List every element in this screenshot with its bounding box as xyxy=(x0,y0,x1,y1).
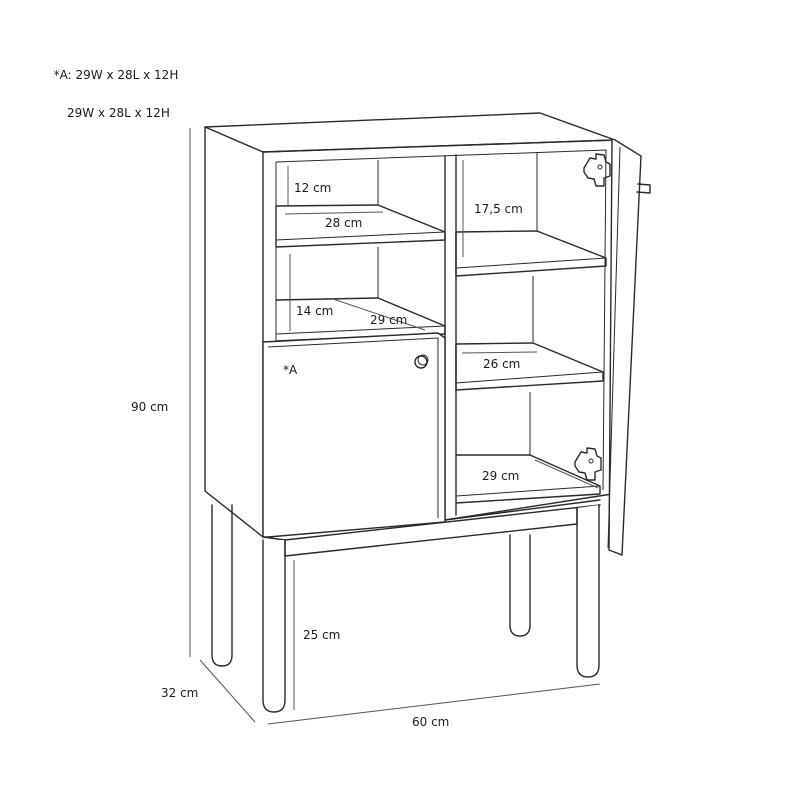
label-drawer-a: *A xyxy=(283,363,298,377)
label-height-total: 90 cm xyxy=(131,400,168,414)
label-left-top-depth: 28 cm xyxy=(325,216,362,230)
note-line-1: *A: 29W x 28L x 12H xyxy=(53,68,179,82)
top-face xyxy=(204,112,616,153)
front-right-leg xyxy=(576,504,600,678)
center-divider xyxy=(444,154,457,521)
right-shelf-2 xyxy=(455,342,604,391)
dimension-lines xyxy=(189,128,601,725)
depth-dimension-line xyxy=(199,659,256,723)
drawer-a xyxy=(262,332,446,538)
label-right-mid-depth: 26 cm xyxy=(483,357,520,371)
dimension-labels: 90 cm 32 cm 60 cm 25 cm 12 cm 28 cm 14 c… xyxy=(131,181,523,729)
door-knob xyxy=(636,183,651,194)
width-dimension-line xyxy=(267,683,601,725)
left-side-panel xyxy=(204,126,264,538)
back-legs xyxy=(211,504,531,667)
label-right-bottom-depth: 29 cm xyxy=(482,469,519,483)
label-left-mid-depth: 29 cm xyxy=(370,313,407,327)
front-left-leg xyxy=(262,539,286,713)
front-legs xyxy=(262,504,600,713)
drawer-knob xyxy=(414,355,428,369)
note-line-2: 29W x 28L x 12H xyxy=(67,106,170,120)
left-shelf-1 xyxy=(275,204,446,248)
right-shelf-1 xyxy=(455,230,607,277)
label-right-top-height: 17,5 cm xyxy=(474,202,523,216)
label-left-mid-height: 14 cm xyxy=(296,304,333,318)
back-left-leg xyxy=(211,504,233,667)
label-left-top-height: 12 cm xyxy=(294,181,331,195)
top-hinge xyxy=(583,153,611,187)
back-right-leg xyxy=(509,534,531,637)
drawer-dimension-note: *A: 29W x 28L x 12H 29W x 28L x 12H xyxy=(46,47,179,142)
right-door xyxy=(574,139,651,556)
bottom-hinge xyxy=(574,447,602,481)
front-frame-inner xyxy=(275,149,607,491)
label-width: 60 cm xyxy=(412,715,449,729)
label-depth: 32 cm xyxy=(161,686,198,700)
label-leg-height: 25 cm xyxy=(303,628,340,642)
